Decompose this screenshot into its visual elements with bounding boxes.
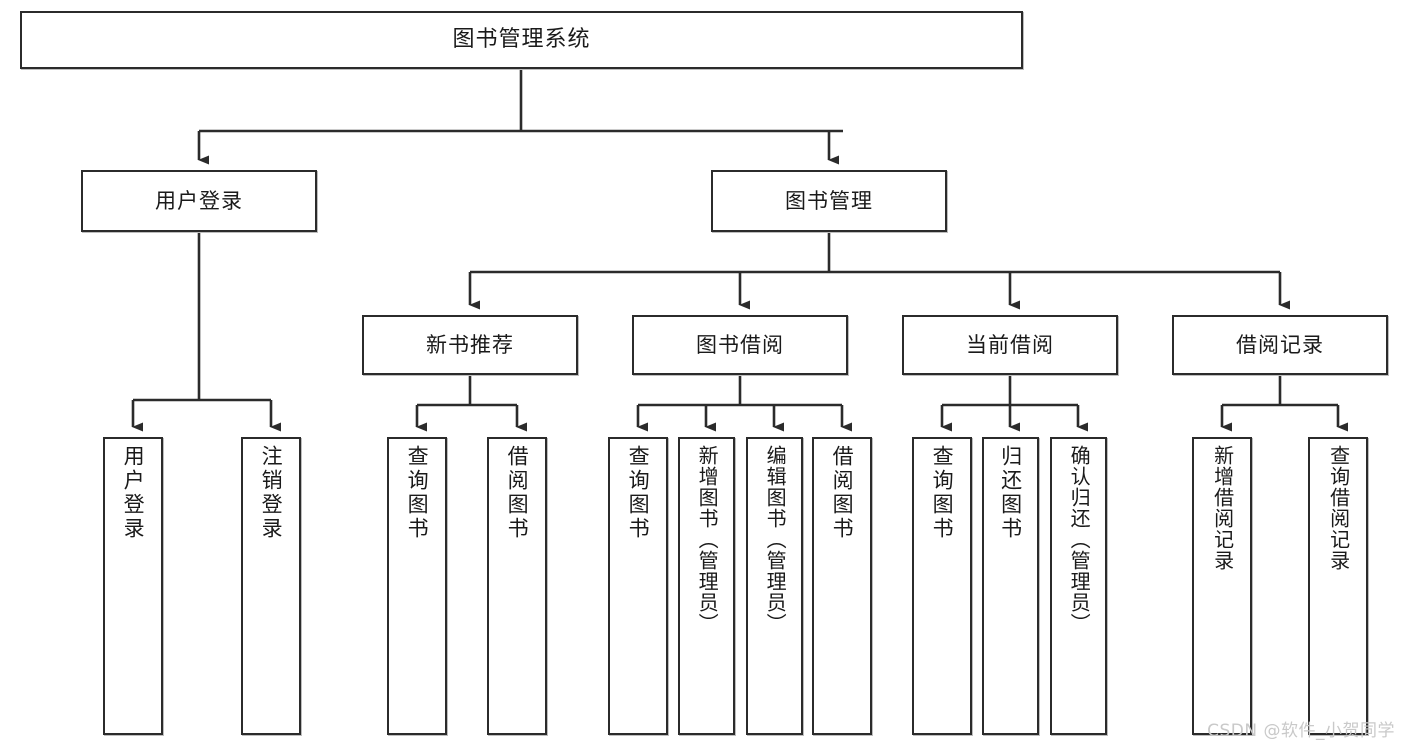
leaf-label: 确认归还（管理员）: [1067, 445, 1092, 634]
node-label: 用户登录: [155, 188, 243, 213]
leaf-label: 借阅图书: [830, 445, 855, 541]
leaf-logout[interactable]: 注销登录: [241, 437, 301, 735]
node-root-system[interactable]: 图书管理系统: [20, 11, 1023, 69]
node-current-borrow[interactable]: 当前借阅: [902, 315, 1118, 375]
node-label: 图书管理系统: [452, 27, 591, 52]
leaf-label: 新增图书（管理员）: [695, 445, 720, 634]
leaf-label: 查询图书: [930, 445, 955, 541]
node-label: 图书管理: [785, 188, 873, 213]
node-user-login[interactable]: 用户登录: [81, 170, 317, 232]
leaf-user-login[interactable]: 用户登录: [103, 437, 163, 735]
node-label: 新书推荐: [426, 332, 514, 357]
leaf-borrow-borrow-book[interactable]: 借阅图书: [812, 437, 872, 735]
node-label: 借阅记录: [1236, 332, 1324, 357]
node-new-book-recommend[interactable]: 新书推荐: [362, 315, 578, 375]
leaf-current-query-book[interactable]: 查询图书: [912, 437, 972, 735]
leaf-label: 借阅图书: [505, 445, 530, 541]
csdn-watermark: CSDN @软件_小贺同学: [1207, 721, 1395, 741]
leaf-label: 用户登录: [121, 445, 146, 541]
leaf-current-return-book[interactable]: 归还图书: [982, 437, 1039, 735]
node-borrow-record[interactable]: 借阅记录: [1172, 315, 1388, 375]
leaf-recommend-query-book[interactable]: 查询图书: [387, 437, 447, 735]
node-label: 当前借阅: [966, 332, 1054, 357]
leaf-label: 归还图书: [998, 445, 1023, 541]
leaf-current-confirm-return[interactable]: 确认归还（管理员）: [1050, 437, 1107, 735]
leaf-label: 查询图书: [626, 445, 651, 541]
leaf-label: 注销登录: [259, 445, 284, 541]
leaf-recommend-borrow-book[interactable]: 借阅图书: [487, 437, 547, 735]
leaf-record-add[interactable]: 新增借阅记录: [1192, 437, 1252, 735]
leaf-borrow-add-book[interactable]: 新增图书（管理员）: [678, 437, 735, 735]
node-book-borrow[interactable]: 图书借阅: [632, 315, 848, 375]
leaf-label: 查询图书: [405, 445, 430, 541]
leaf-borrow-query-book[interactable]: 查询图书: [608, 437, 668, 735]
node-label: 图书借阅: [696, 332, 784, 357]
leaf-label: 编辑图书（管理员）: [763, 445, 788, 634]
node-book-management[interactable]: 图书管理: [711, 170, 947, 232]
leaf-label: 新增借阅记录: [1210, 445, 1235, 571]
leaf-record-query[interactable]: 查询借阅记录: [1308, 437, 1368, 735]
leaf-borrow-edit-book[interactable]: 编辑图书（管理员）: [746, 437, 803, 735]
leaf-label: 查询借阅记录: [1326, 445, 1351, 571]
